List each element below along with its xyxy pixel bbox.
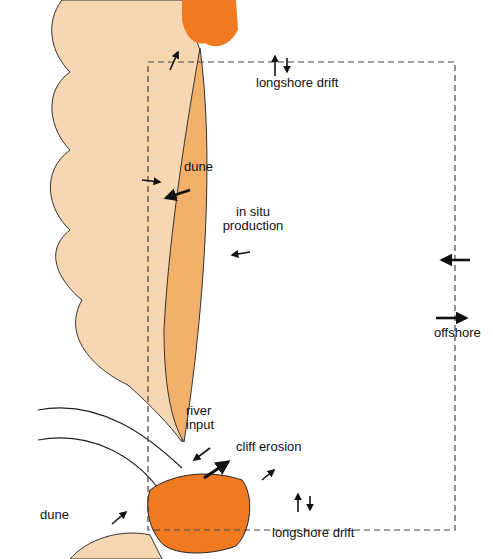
offshore-label: offshore [434,326,490,340]
dune-label: dune [184,160,244,174]
flux-arrow [166,190,190,198]
longshore-label: longshore drift [256,76,366,90]
flux-arrow [436,317,466,320]
flux-arrow [232,252,250,255]
bottom-dune [70,533,162,559]
flux-arrow [194,448,210,460]
longshore-label: longshore drift [272,526,382,540]
beach-strip [164,48,207,442]
bottom-headland [148,474,250,553]
cliff-label: cliff erosion [236,440,336,454]
flux-arrow [204,462,228,478]
flux-arrow [112,512,126,524]
river-label: river input [186,404,236,432]
dune-label: dune [40,508,100,522]
flux-arrow [297,494,299,512]
flux-arrows [112,52,470,524]
budget-boundary [148,62,455,530]
flux-arrow [274,56,276,76]
flux-arrow [170,52,178,70]
flux-arrow [309,496,311,510]
process-label: in situ production [212,205,294,233]
flux-arrow [262,470,274,480]
river-bank [38,438,158,488]
flux-arrow [142,180,160,182]
top-headland [182,0,238,46]
flux-arrow [286,58,288,72]
flux-arrow [442,259,470,262]
